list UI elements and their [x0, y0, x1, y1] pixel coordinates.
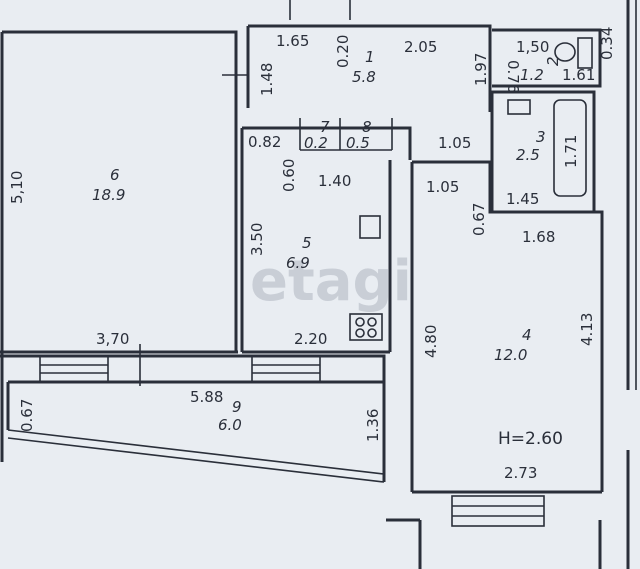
dim-2-20: 2.20	[294, 330, 327, 348]
dim-1-36: 1.36	[364, 409, 382, 442]
dim-1-68: 1.68	[522, 228, 555, 246]
dim-1-05-bottom: 1.05	[426, 178, 459, 196]
dim-1-71: 1.71	[562, 135, 580, 168]
room-2-number: 2	[544, 56, 562, 66]
room-2-area: 1.2	[520, 66, 544, 84]
room-7-area: 0.2	[304, 134, 328, 152]
watermark: etagi	[250, 249, 412, 314]
room-1-number: 1	[365, 48, 375, 66]
room-7-number: 7	[320, 118, 330, 136]
dim-5-10: 5,10	[8, 171, 26, 204]
dim-0-82: 0.82	[248, 133, 281, 151]
room-3-area: 2.5	[516, 146, 540, 164]
dim-3-70: 3,70	[96, 330, 129, 348]
stove-icon	[349, 313, 383, 341]
room-5-area: 6.9	[286, 254, 310, 272]
dim-1-97: 1.97	[472, 53, 490, 86]
kitchen-sink-icon	[359, 215, 381, 239]
dim-1-45: 1.45	[506, 190, 539, 208]
room-9-area: 6.0	[218, 416, 242, 434]
dim-1-40: 1.40	[318, 172, 351, 190]
room-6-number: 6	[110, 166, 120, 184]
room-9-number: 9	[232, 398, 242, 416]
dim-1-05-top: 1.05	[438, 134, 471, 152]
room-8-area: 0.5	[346, 134, 370, 152]
room-labels: 1 5.8 2 1.2 3 2.5 4 12.0 5 6.9 6 18.9 7 …	[92, 48, 563, 449]
dim-0-20: 0.20	[334, 35, 352, 68]
dim-5-88: 5.88	[190, 388, 223, 406]
dim-4-13: 4.13	[578, 313, 596, 346]
dim-0-67-top: 0.67	[470, 203, 488, 236]
room-8-number: 8	[362, 118, 372, 136]
dim-0-76: 0.76	[504, 60, 522, 93]
room-5-number: 5	[302, 234, 312, 252]
room-4-area: 12.0	[494, 346, 527, 364]
room-3-number: 3	[536, 128, 546, 146]
ceiling-height: H=2.60	[498, 429, 563, 449]
dim-0-60: 0.60	[280, 159, 298, 192]
dim-3-50: 3.50	[248, 223, 266, 256]
dim-1-61: 1.61	[562, 66, 595, 84]
dim-0-34: 0.34	[598, 27, 616, 60]
dim-1-48: 1.48	[258, 63, 276, 96]
dim-1-65: 1.65	[276, 32, 309, 50]
dim-4-80: 4.80	[422, 325, 440, 358]
dim-2-05: 2.05	[404, 38, 437, 56]
dim-2-73: 2.73	[504, 464, 537, 482]
dim-0-67-bottom: 0.67	[18, 399, 36, 432]
room-4-number: 4	[522, 326, 532, 344]
dimensions: 1.65 0.20 2.05 1.48 1.97 0.76 1,50 1.61 …	[8, 27, 616, 482]
room-6-area: 18.9	[92, 186, 125, 204]
room-1-area: 5.8	[352, 68, 376, 86]
dim-1-50: 1,50	[516, 38, 549, 56]
